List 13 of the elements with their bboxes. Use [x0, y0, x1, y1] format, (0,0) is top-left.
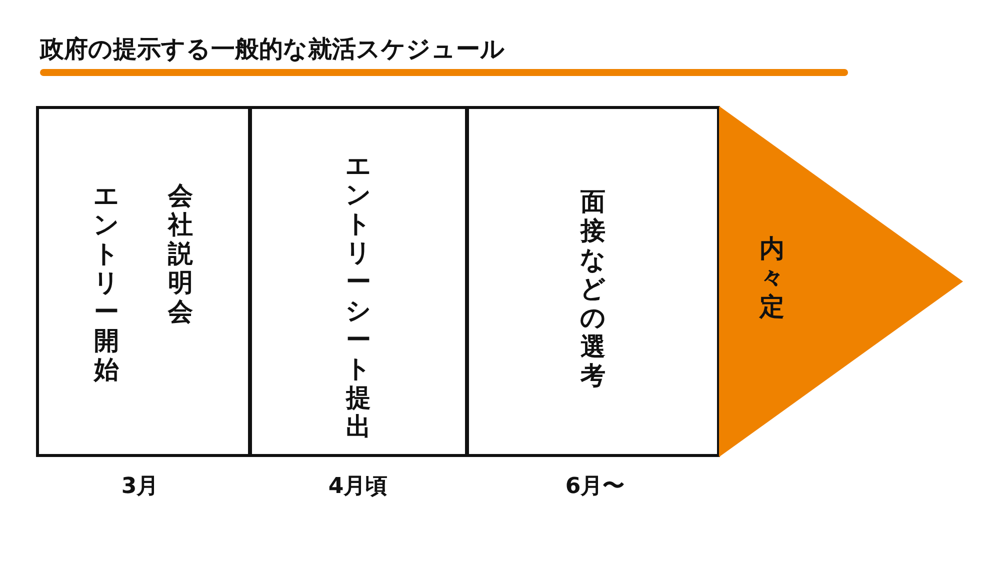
stage-label: エントリー開始 [94, 181, 120, 384]
stage-box [466, 106, 720, 457]
period-label: 6月〜 [565, 473, 625, 501]
triangle-shape [719, 106, 963, 457]
stage-box [36, 106, 251, 457]
period-label: 4月頃 [328, 473, 388, 501]
stage-label: エントリーシート提出 [346, 151, 372, 441]
stage-box [249, 106, 468, 457]
stage-label: 面接などの選考 [580, 187, 606, 390]
title: 政府の提示する一般的な就活スケジュール [40, 34, 505, 64]
period-label: 3月 [121, 473, 159, 501]
stage-label: 会社説明会 [168, 181, 194, 326]
stage-label: 内々定 [759, 234, 785, 321]
